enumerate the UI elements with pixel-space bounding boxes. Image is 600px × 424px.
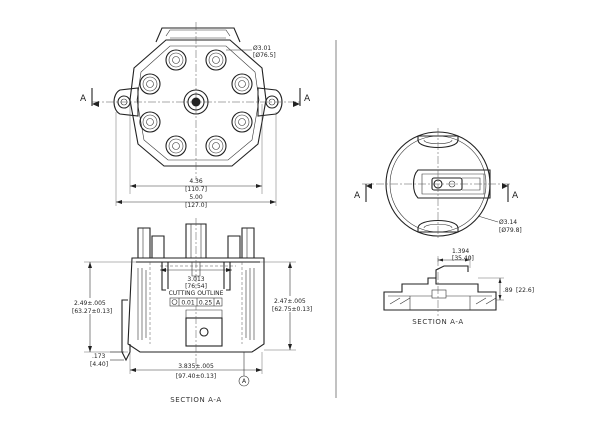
dim-section-top-mm: [76.54]	[185, 283, 207, 290]
section-mark-right: A	[304, 94, 311, 104]
dim-height-left: 2.49±.005	[74, 300, 106, 307]
dim-dia-small: Ø3.01	[253, 45, 271, 52]
rotor-section-view: 1.394 [35.40] .89 [22.6] SECTION A-A	[383, 248, 534, 326]
dim-height-right-mm: [62.75±0.13]	[272, 306, 312, 313]
tolerance-datum: A	[216, 300, 221, 307]
tolerance-frame: 0.01 0.25 A	[169, 297, 223, 307]
dim-width-outer-mm: [127.0]	[185, 202, 207, 209]
dim-section-top: 3.013	[187, 276, 204, 283]
dim-rotor-dia: Ø3.14	[499, 219, 517, 226]
cutting-outline-label: CUTTING OUTLINE	[169, 290, 224, 297]
dim-base-width: 3.835±.005	[178, 363, 214, 370]
rotor-section-mark-right: A	[512, 191, 519, 201]
dim-small-mm: [4.40]	[90, 361, 108, 368]
dim-height-right: 2.47±.005	[274, 298, 306, 305]
cap-section-view: 3.013 [76.54] CUTTING OUTLINE 0.01 0.25 …	[72, 218, 320, 404]
spark-towers	[139, 49, 253, 157]
dim-rotor-dia-mm: [Ø79.8]	[499, 227, 522, 234]
tolerance-value-1: 0.01	[181, 300, 195, 307]
section-mark-left: A	[80, 94, 87, 104]
dim-width-inner: 4.36	[189, 178, 203, 185]
dim-width-inner-mm: [110.7]	[185, 186, 207, 193]
tolerance-value-2: 0.25	[199, 300, 213, 307]
dim-width-outer: 5.00	[189, 194, 203, 201]
rotor-top-view: A A Ø3.14 [Ø79.8]	[354, 128, 522, 240]
dim-height-left-mm: [63.27±0.13]	[72, 308, 112, 315]
dim-rotor-top-mm: [35.40]	[452, 255, 474, 262]
datum-a: A	[242, 378, 247, 385]
section-caption-cap: SECTION A-A	[170, 396, 221, 404]
dim-rotor-side: .89	[503, 287, 513, 294]
rotor-section-mark-left: A	[354, 191, 361, 201]
dim-base-width-mm: [97.40±0.13]	[176, 373, 216, 380]
dim-small: .173	[92, 353, 106, 360]
dim-dia-small-mm: [Ø76.5]	[253, 52, 276, 59]
dim-rotor-side-mm: [22.6]	[516, 287, 534, 294]
section-caption-rotor: SECTION A-A	[412, 318, 463, 326]
cap-top-view: A A Ø3.01 [Ø76.5] 4.36 [110.7] 5.00 [127…	[80, 22, 311, 209]
dim-rotor-top: 1.394	[452, 248, 469, 255]
